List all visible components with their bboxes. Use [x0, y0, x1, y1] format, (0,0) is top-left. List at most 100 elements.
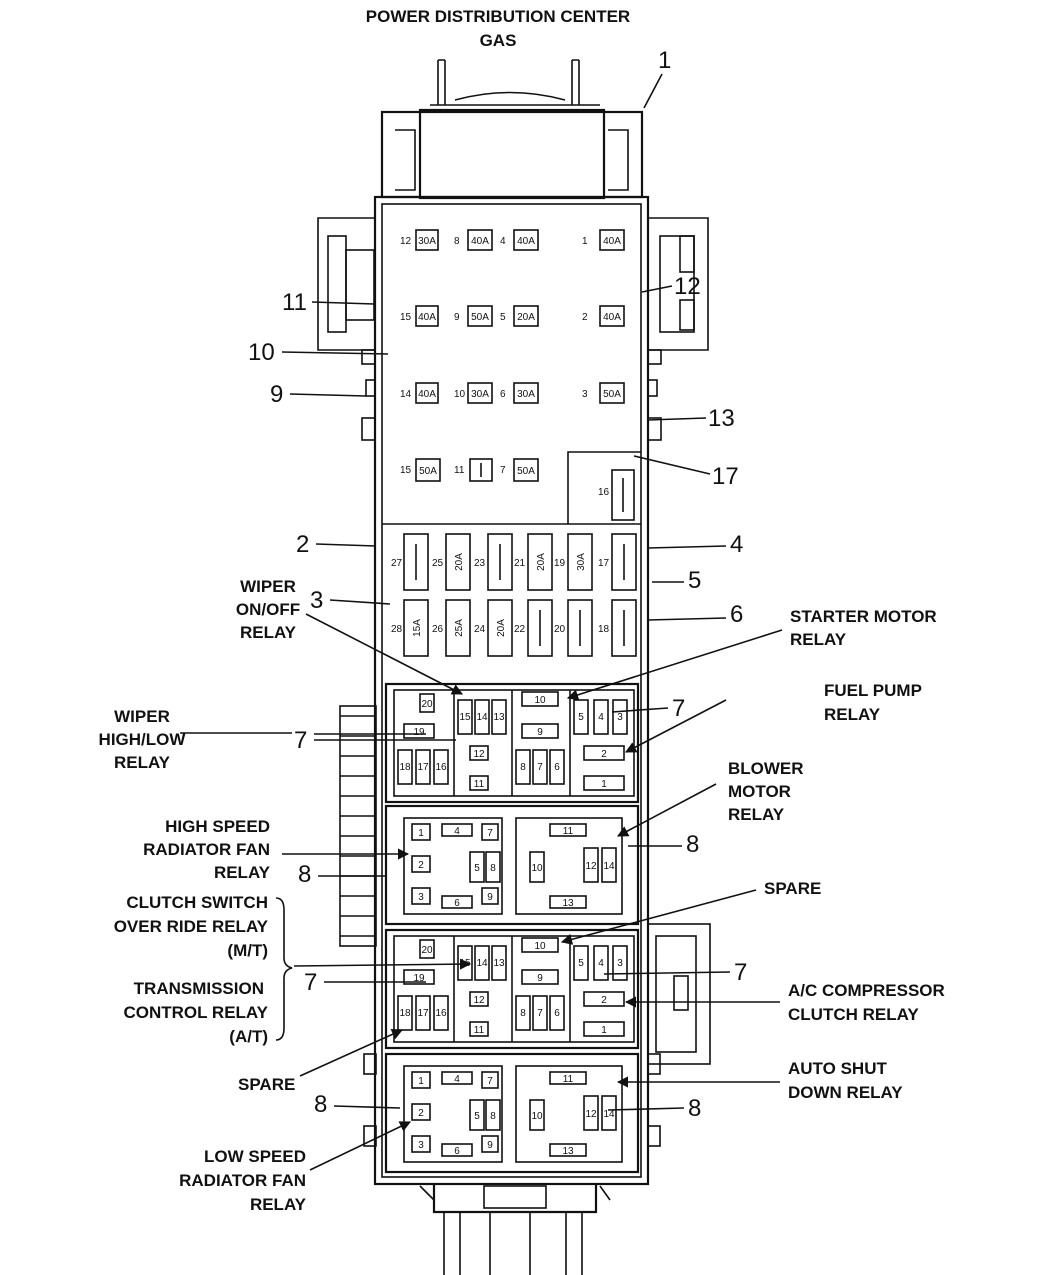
fuse-pos: 19 — [554, 558, 566, 569]
fuse-pos: 12 — [400, 236, 412, 247]
label-spare-top: SPARE — [764, 879, 821, 898]
label-low-speed-fan: RELAY — [250, 1195, 307, 1214]
micro-relay-block-upper: 20 19 18 17 16 15 14 13 12 11 10 9 8 7 6… — [384, 682, 640, 804]
svg-text:19: 19 — [413, 727, 425, 738]
fuse-pos: 6 — [500, 389, 506, 400]
svg-text:16: 16 — [435, 1008, 447, 1019]
maxi-fuses: 12 30A 8 40A 4 40A 1 40A 15 40A 9 50A 5 … — [400, 229, 635, 521]
svg-text:1: 1 — [418, 828, 424, 839]
callout-7d: 7 — [304, 969, 317, 996]
svg-text:5: 5 — [578, 958, 584, 969]
fuse-rating: 30A — [517, 389, 535, 400]
label-wiper-high-low: RELAY — [114, 753, 171, 772]
svg-text:20: 20 — [421, 945, 433, 956]
callout-8b: 8 — [298, 861, 311, 888]
callout-7a: 7 — [672, 695, 685, 722]
fuse-pos: 2 — [582, 312, 588, 323]
svg-text:19: 19 — [413, 973, 425, 984]
svg-text:1: 1 — [601, 779, 607, 790]
label-low-speed-fan: LOW SPEED — [204, 1147, 306, 1166]
svg-text:17: 17 — [417, 762, 429, 773]
label-auto-shut-down: DOWN RELAY — [788, 1083, 903, 1102]
svg-text:9: 9 — [487, 1140, 493, 1151]
label-transmission: CONTROL RELAY — [123, 1003, 268, 1022]
svg-text:9: 9 — [537, 973, 543, 984]
fuse-pos: 5 — [500, 312, 506, 323]
maxi-fuse-block-divider — [382, 451, 641, 525]
svg-text:13: 13 — [493, 958, 505, 969]
housing-bottom — [419, 1184, 611, 1275]
fuse-pos: 1 — [582, 236, 588, 247]
fuse-rating: 50A — [419, 466, 437, 477]
svg-text:3: 3 — [418, 892, 424, 903]
fuse-pos: 27 — [391, 558, 403, 569]
svg-text:4: 4 — [598, 712, 604, 723]
fuse-rating: 40A — [418, 312, 436, 323]
svg-text:2: 2 — [601, 995, 607, 1006]
label-starter-motor: STARTER MOTOR — [790, 607, 937, 626]
label-starter-motor: RELAY — [790, 630, 847, 649]
fuse-pos: 11 — [454, 465, 465, 476]
fuse-pos: 28 — [391, 624, 403, 635]
svg-text:10: 10 — [531, 863, 543, 874]
fuse-rating: 50A — [603, 389, 621, 400]
fuse-rating: 30A — [418, 236, 436, 247]
fuse-rating: 30A — [576, 553, 587, 571]
label-transmission: TRANSMISSION — [134, 979, 264, 998]
iso-relay-block-lower: 1 2 3 4 5 6 7 8 9 10 11 12 13 14 — [384, 1052, 640, 1174]
fuse-pos: 17 — [598, 558, 610, 569]
callout-4: 4 — [730, 531, 743, 558]
callout-7c: 7 — [734, 959, 747, 986]
callout-1: 1 — [658, 47, 671, 74]
label-high-speed-fan: RADIATOR FAN — [143, 840, 270, 859]
label-transmission: (A/T) — [229, 1027, 268, 1046]
maxi-fuse — [599, 229, 625, 251]
svg-text:2: 2 — [418, 860, 424, 871]
fuse-pos: 24 — [474, 624, 486, 635]
maxi-fuse — [467, 305, 493, 327]
fuse-pos: 25 — [432, 558, 444, 569]
fuse-pos: 7 — [500, 465, 506, 476]
micro-relay-block-lower: 20 19 18 17 16 15 14 13 12 11 10 9 8 7 6… — [384, 928, 640, 1050]
svg-text:18: 18 — [399, 1008, 411, 1019]
svg-text:11: 11 — [563, 1074, 574, 1085]
svg-text:13: 13 — [562, 1146, 574, 1157]
maxi-fuse — [467, 229, 493, 251]
svg-text:10: 10 — [534, 695, 546, 706]
callout-2: 2 — [296, 531, 309, 558]
fuse-pos: 26 — [432, 624, 444, 635]
svg-text:8: 8 — [520, 762, 526, 773]
maxi-fuse — [415, 229, 439, 251]
fuse-pos: 16 — [598, 487, 610, 498]
callout-17: 17 — [712, 463, 739, 490]
svg-text:8: 8 — [490, 863, 496, 874]
label-low-speed-fan: RADIATOR FAN — [179, 1171, 306, 1190]
label-clutch-switch: OVER RIDE RELAY — [114, 917, 269, 936]
svg-text:5: 5 — [474, 1111, 480, 1122]
side-brackets — [317, 217, 711, 1147]
housing-body — [373, 195, 650, 1186]
svg-text:2: 2 — [418, 1108, 424, 1119]
callout-11: 11 — [282, 289, 307, 316]
callouts: 1 11 12 10 9 13 17 2 4 5 3 6 7 7 8 8 — [248, 47, 747, 1122]
svg-text:14: 14 — [603, 861, 615, 872]
label-wiper-on-off: RELAY — [240, 623, 297, 642]
svg-text:11: 11 — [474, 779, 485, 790]
label-wiper-high-low: WIPER — [114, 707, 170, 726]
maxi-fuse — [415, 458, 441, 482]
fuse-rating: 40A — [603, 236, 621, 247]
svg-text:4: 4 — [454, 826, 460, 837]
fuse-pos: 10 — [454, 389, 466, 400]
label-wiper-on-off: ON/OFF — [236, 600, 300, 619]
fuse-pos: 21 — [514, 558, 526, 569]
housing-top — [380, 59, 644, 200]
fuse-rating: 15A — [412, 619, 423, 637]
brace — [275, 897, 293, 1041]
callout-8c: 8 — [314, 1091, 327, 1118]
fuse-pos: 15 — [400, 465, 412, 476]
fuse-pos: 15 — [400, 312, 412, 323]
label-clutch-switch: (M/T) — [227, 941, 268, 960]
svg-text:7: 7 — [487, 1076, 493, 1087]
svg-text:18: 18 — [399, 762, 411, 773]
